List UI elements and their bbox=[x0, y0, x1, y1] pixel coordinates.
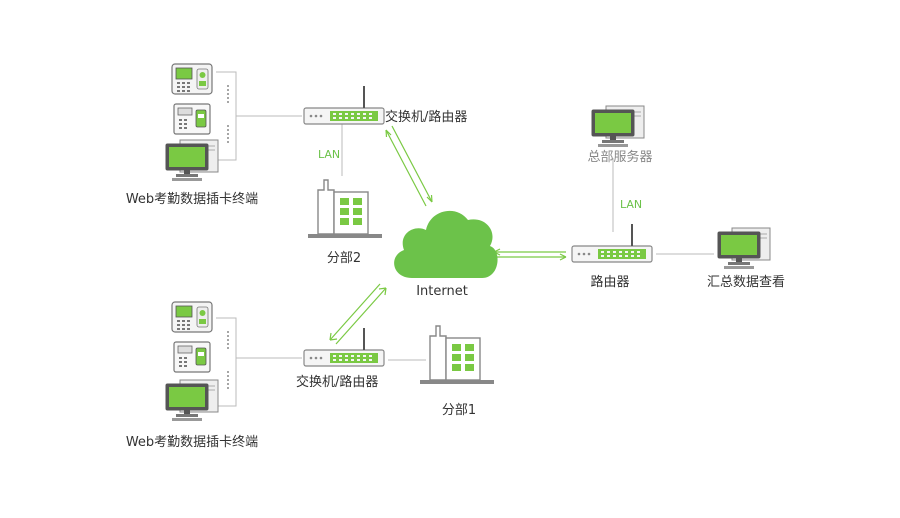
card-terminal-icon bbox=[173, 341, 211, 373]
internet-label: Internet bbox=[416, 284, 468, 299]
card-terminal-icon bbox=[173, 103, 211, 135]
computer-icon bbox=[165, 379, 219, 422]
computer-icon bbox=[717, 227, 771, 270]
router-icon bbox=[571, 223, 653, 263]
computer-icon bbox=[591, 105, 645, 148]
lan-label-right: LAN bbox=[620, 198, 642, 211]
hq-server-label: 总部服务器 bbox=[587, 149, 652, 165]
connection-lines bbox=[216, 71, 714, 407]
switch-label-bottom: 交换机/路由器 bbox=[296, 374, 378, 390]
branch1-label: 分部1 bbox=[442, 403, 476, 418]
internet-links bbox=[329, 125, 567, 345]
computer-icon bbox=[165, 139, 219, 182]
terminal-label-bottom: Web考勤数据插卡终端 bbox=[126, 434, 258, 450]
branch2-label: 分部2 bbox=[327, 251, 361, 266]
switch-router-icon bbox=[303, 327, 385, 367]
terminal-label-top: Web考勤数据插卡终端 bbox=[126, 191, 258, 207]
switch-router-icon bbox=[303, 85, 385, 125]
summary-view-label: 汇总数据查看 bbox=[707, 274, 785, 290]
attendance-terminal-icon bbox=[171, 301, 213, 333]
cloud-icon bbox=[394, 210, 498, 278]
router-label: 路由器 bbox=[590, 274, 629, 290]
switch-label-top: 交换机/路由器 bbox=[385, 109, 467, 125]
building-icon bbox=[419, 325, 495, 385]
building-icon bbox=[307, 179, 383, 239]
terminal-dots bbox=[227, 85, 229, 389]
attendance-terminal-icon bbox=[171, 63, 213, 95]
lan-label-top: LAN bbox=[318, 148, 340, 161]
